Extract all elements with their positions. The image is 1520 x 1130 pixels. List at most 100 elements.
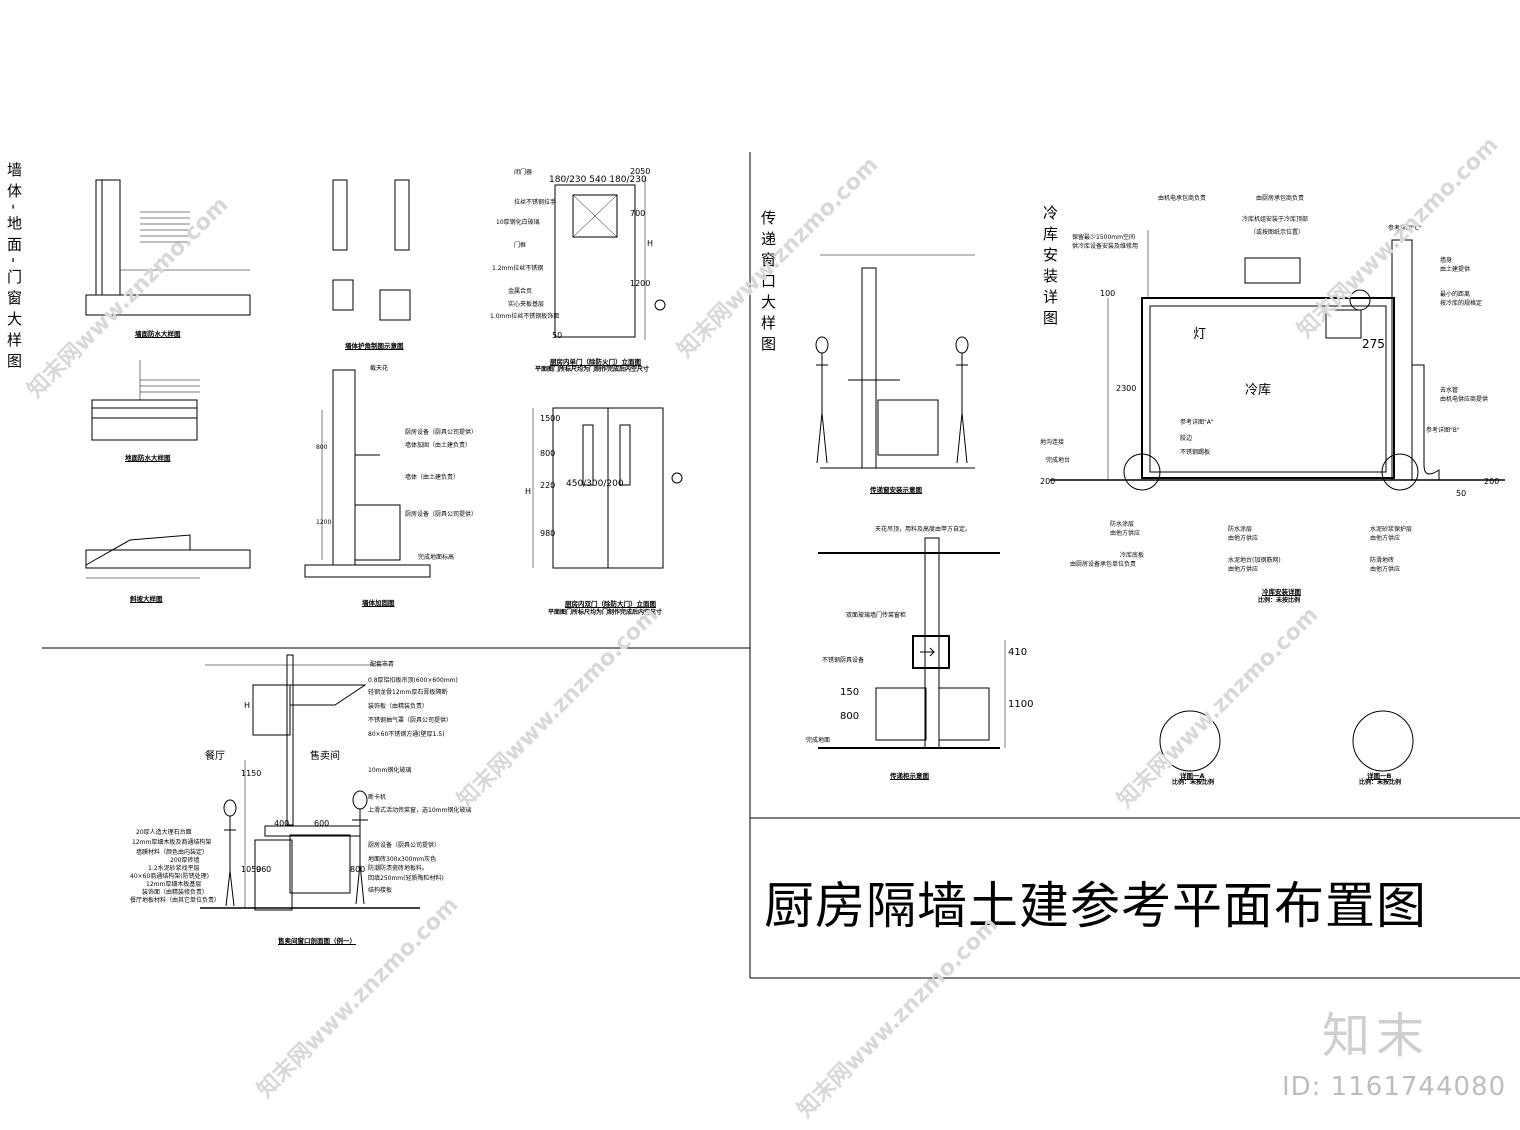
caption-pass-install: 传递窗安装示意图 [870, 486, 922, 494]
door-dims-top: 180/230 540 180/230 [549, 175, 647, 185]
pass-board-label: 双面玻璃墙门传菜窗柜 [846, 612, 907, 619]
cold-d2300: 2300 [1116, 384, 1137, 393]
wall-wall-label: 墙体（由土建负责） [405, 474, 460, 481]
cold-d50: 50 [1456, 489, 1467, 498]
sales-r1: 厨房设备（厨具公司提供） [368, 842, 441, 849]
cold-min-label: 最小的距离 [1440, 291, 1471, 298]
caption-sales-window: 售卖间窗口剖面图（例一） [278, 937, 356, 945]
brand-logo: 知末 [1322, 1008, 1431, 1064]
sales-r2: 地面砖300x300mm灰色 [368, 856, 437, 863]
left-vertical-title: 墙体-地面-门窗大样图 [5, 162, 23, 374]
door-frame-label: 门框 [514, 242, 527, 249]
door-handle-label: 拉丝不锈钢拉手 [514, 199, 557, 206]
double-door-h: H [525, 487, 532, 496]
caption-detail-a: 详图一A [1180, 772, 1205, 780]
floor-layers [91, 399, 198, 441]
cold-room-label: 冷库 [1245, 383, 1272, 398]
caption-slope: 斜坡大样图 [130, 595, 163, 603]
main-title: 厨房隔墙土建参考平面布置图 [764, 877, 1427, 935]
corner-box [379, 289, 411, 321]
cold-d200b: 200 [1484, 477, 1500, 486]
sales-left4: 200厚砖墙 [170, 857, 200, 864]
sales-left2: 12mm厚细木板及商通结构架 [132, 839, 212, 846]
door-steel-label: 1.2mm拉丝不锈钢 [492, 265, 544, 272]
sales-l1: 0.8厚铝扣板吊顶(600×600mm) [368, 677, 458, 684]
door-hinge-label: 金属合页 [508, 288, 533, 295]
pass-d800: 800 [840, 711, 860, 722]
sales-d600: 600 [314, 819, 330, 828]
pass-floor-label: 完成地面 [806, 737, 831, 744]
sales-d1150: 1150 [241, 769, 262, 778]
detail-b-scale: 比例：未按比例 [1359, 779, 1402, 786]
door-core-label: 实心夹板基层 [508, 301, 545, 308]
cold-unit2-label: （或按图纸示位置） [1250, 229, 1305, 236]
sales-l6: 10mm钢化玻璃 [368, 767, 412, 774]
sales-r3: 防潮防渍瓷砖地板料。 [368, 865, 429, 872]
sales-h: H [244, 701, 251, 710]
cold-base-label: 水泥地台(加钢筋网) [1228, 557, 1281, 564]
cold-elec2-label: 由厨房承包商负责 [1256, 195, 1305, 202]
door-closer-label: 闭门器 [514, 169, 533, 176]
wall-reinforce-label: 墙体加固（由土建负责） [405, 442, 472, 449]
cold-floor-label: 冷库底板 [1120, 552, 1145, 559]
cold-cement2-label: 由他方供应 [1370, 535, 1401, 542]
cold-wp1b-label: 由他方供应 [1110, 530, 1141, 537]
single-door-note: 平面图门所标尺均为门制作完成后内空尺寸 [535, 366, 650, 373]
door-d800: 800 [540, 449, 556, 458]
pass-equip-label: 不锈钢厨具设备 [822, 657, 865, 664]
cold-trench-label: 地沟连接 [1040, 439, 1065, 446]
sales-d400: 400 [274, 819, 290, 828]
cold-d200: 200 [1040, 477, 1056, 486]
door-d50: 50 [552, 331, 563, 340]
sales-l5: 80×60不锈钢方通(壁厚1.5) [368, 731, 445, 738]
cold-floor2-label: 由厨房设备承包单位负责 [1070, 561, 1137, 568]
cold-slip-label: 防滑地砖 [1370, 557, 1395, 564]
caption-wall-waterproof: 墙面防水大样图 [135, 330, 181, 338]
sales-l7: 断卡机 [368, 794, 387, 801]
cold-space-label: 保留最少1500mm空间 [1072, 234, 1135, 241]
wall-eq2-label: 厨房设备（厨具公司提供） [405, 511, 478, 518]
sales-left3: 墙膜材料（颜色由内装定） [136, 849, 209, 856]
cold-wp2b-label: 由他方供应 [1228, 535, 1259, 542]
pass-ceiling-label: 天花吊顶，用料及高度由甲方自定。 [875, 526, 972, 533]
sales-l4: 不锈钢抽气罩（厨具公司提供） [368, 717, 453, 724]
sales-d1050: 1050 [241, 865, 262, 874]
cold-drain2-label: 由机电供应商提供 [1440, 396, 1489, 403]
double-door-note: 平面图门所标尺均为门制作完成后内空尺寸 [548, 609, 663, 616]
cold-glue-label: 胶边 [1180, 435, 1193, 442]
caption-wall-corner: 墙体护角制图示意图 [345, 342, 404, 350]
caption-cold-room: 冷库安装详图 [1262, 588, 1301, 596]
sales-sales: 售卖间 [310, 751, 340, 762]
detail-a-scale: 比例：未按比例 [1172, 779, 1215, 786]
pass-d1100: 1100 [1008, 699, 1034, 710]
cold-unit-label: 冷库机组安装于冷库顶部 [1242, 216, 1309, 223]
sales-d800: 800 [350, 865, 366, 874]
wall-floor-label: 完成地面标高 [418, 554, 455, 561]
cold-min2-label: 按冷库的规格定 [1440, 300, 1483, 307]
sales-l3: 装饰板（由精装负责） [368, 703, 429, 710]
cold-ref-a-label: 参考详图"A" [1180, 419, 1214, 426]
cold-ref-c-label: 参考详图"C" [1388, 225, 1422, 232]
sales-r4: 回填250mm(轻质陶粒材料) [368, 875, 444, 882]
wall-eq-label: 厨房设备（厨具公司提供） [405, 429, 478, 436]
cold-plate-label: 不锈钢踢板 [1180, 449, 1211, 456]
cold-room-box [1141, 297, 1395, 479]
sales-left7: 12mm厚细木板基层 [146, 881, 202, 888]
cold-space2-label: 供冷库设备安装及维修用 [1072, 243, 1139, 250]
pass-d150: 150 [840, 687, 860, 698]
door-d2050: 2050 [630, 167, 651, 176]
door-d1500: 1500 [540, 414, 561, 423]
sales-left9: 餐厅地板材料（由其它单位负责） [130, 897, 221, 904]
door-d1200: 1200 [630, 279, 651, 288]
cold-wall-label: 墙身 [1440, 257, 1453, 264]
pass-column [924, 537, 940, 749]
pass-wall [861, 267, 877, 469]
caption-single-door: 厨房内单门（除防火门）立面图 [550, 358, 641, 366]
caption-pass-window: 传递柜示意图 [890, 772, 929, 780]
sales-left5: 1:2水泥砂浆找平层 [148, 865, 200, 872]
caption-floor-waterproof: 地面防水大样图 [125, 454, 171, 462]
sales-left8: 装饰面（由精装修负责） [142, 889, 209, 896]
door-glass-label: 10厚钢化白玻璃 [496, 219, 540, 226]
cold-elec-label: 由机电承包商负责 [1158, 195, 1207, 202]
